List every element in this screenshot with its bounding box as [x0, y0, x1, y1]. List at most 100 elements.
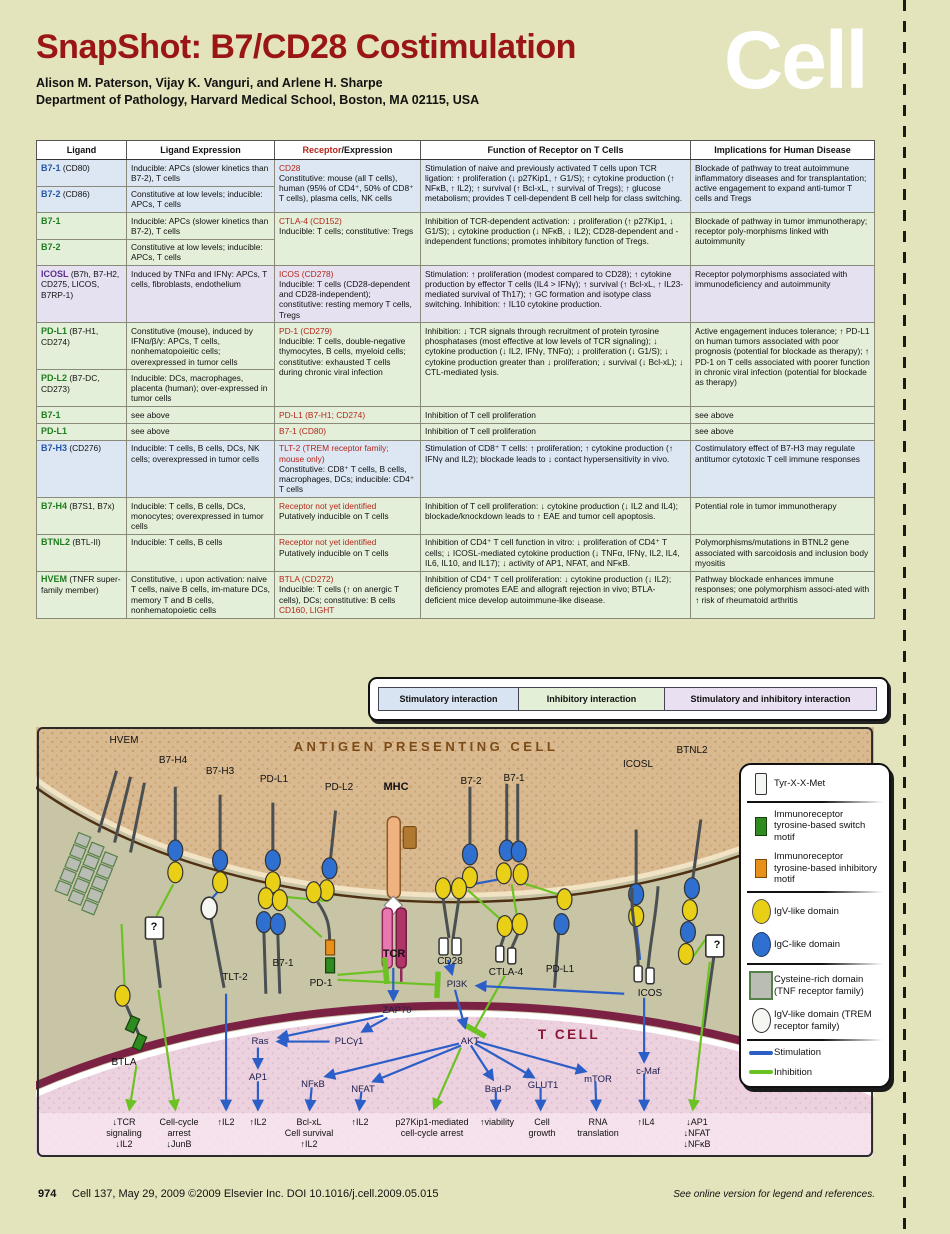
output-il4: ↑IL4 — [637, 1117, 655, 1127]
ligand-alias: (CD86) — [62, 189, 90, 199]
cell-journal-logo: Cell — [724, 15, 868, 106]
col-implications: Implications for Human Disease — [690, 140, 875, 160]
ligand-cell: PD-L2 (B7-DC, CD273) — [36, 369, 127, 407]
receptor-desc: Constitutive: CD8⁺ T cells, B cells, mac… — [279, 463, 415, 495]
ligand-cell: BTNL2 (BTL-II) — [36, 533, 127, 572]
node-pi3k: PI3K — [446, 979, 468, 990]
function-cell: Inhibition: ↓ TCR signals through recrui… — [420, 322, 691, 407]
ligand-name: B7-2 — [41, 189, 61, 199]
implications-cell: Receptor polymorphisms associated with i… — [690, 264, 875, 324]
ligand-name: B7-1 — [41, 215, 61, 226]
legend-label: IgV-like domain (TREM receptor family) — [774, 1009, 872, 1032]
col-ligand: Ligand — [36, 140, 127, 160]
affiliation: Department of Pathology, Harvard Medical… — [36, 93, 480, 107]
table-row: BTNL2 (BTL-II) Inducible: T cells, B cel… — [36, 533, 875, 572]
legend-divider — [747, 963, 883, 966]
implications-cell: Pathway blockade enhances immune respons… — [690, 570, 875, 619]
receptor-cell: PD-L1 (B7-H1; CD274) — [274, 406, 421, 424]
ligand-label-pdl1: PD-L1 — [259, 774, 289, 785]
receptor-label-pdl1: PD-L1 — [545, 964, 575, 975]
legend-row-igc: IgC-like domain — [741, 928, 889, 961]
receptor-label-tcr: TCR — [382, 948, 406, 960]
expression-cell: Inducible: APCs (slower kinetics than B7… — [126, 212, 275, 240]
ligand-cell: B7-H4 (B7S1, B7x) — [36, 497, 127, 535]
output-cell-cycle-arrest: Cell-cycle arrest ↓JunB — [159, 1117, 199, 1149]
receptor-label-cd28: CD28 — [437, 956, 463, 967]
output-tcr-signaling: ↓TCR signaling ↓IL2 — [106, 1117, 142, 1149]
ligand-stalks — [97, 770, 703, 885]
receptor-desc: Inducible: T cells (CD28-dependent and C… — [279, 278, 412, 320]
ligand-alias: (B7h, B7-H2, CD275, LICOS, B7RP-1) — [41, 268, 120, 300]
output-rna-translation: RNA translation — [577, 1117, 619, 1138]
receptor-extra: CD160, LIGHT — [279, 604, 335, 615]
table-row: B7-H3 (CD276) Inducible: T cells, B cell… — [36, 439, 875, 499]
receptor-name: ICOS (CD278) — [279, 268, 334, 279]
expression-cell: Inducible: DCs, macrophages, placenta (h… — [126, 369, 275, 407]
ligand-name: PD-L2 — [41, 372, 68, 383]
output-il2-c: ↑IL2 — [351, 1117, 369, 1127]
function-cell: Inhibition of CD4⁺ T cell function in vi… — [420, 533, 691, 572]
receptor-name: B7-1 (CD80) — [279, 426, 327, 437]
table-row: PD-L1 see above B7-1 (CD80) Inhibition o… — [36, 422, 875, 441]
ligand-cell: B7-1 — [36, 212, 127, 240]
inhibitory-motif-icon — [748, 858, 774, 878]
legend-label: Cysteine-rich domain (TNF receptor famil… — [774, 974, 864, 997]
receptor-name: TLT-2 (TREM receptor family; mouse only) — [279, 443, 389, 464]
ligand-label-b71: B7-1 — [503, 773, 525, 784]
legend-label: Stimulation — [774, 1047, 821, 1059]
receptor-name: CTLA-4 (CD152) — [279, 215, 342, 226]
output-viability: ↑viability — [479, 1117, 515, 1127]
receptor-label-pd1: PD-1 — [309, 978, 333, 989]
receptor-cell: CTLA-4 (CD152)Inducible: T cells; consti… — [274, 212, 421, 266]
implications-cell: see above — [690, 406, 875, 424]
receptor-cell: PD-1 (CD279)Inducible: T cells, double-n… — [274, 322, 421, 407]
function-cell: Inhibition of TCR-dependent activation: … — [420, 212, 691, 266]
output-il2-b: ↑IL2 — [249, 1117, 267, 1127]
table-row: PD-L2 (B7-DC, CD273) Inducible: DCs, mac… — [36, 369, 875, 407]
expression-cell: Induced by TNFα and IFNγ: APCs, T cells,… — [126, 264, 275, 324]
node-zap70: ZAP70 — [382, 1005, 412, 1016]
receptor-desc: Inducible: T cells, double-negative thym… — [279, 336, 406, 377]
implications-cell: Active engagement induces tolerance; ↑ P… — [690, 322, 875, 407]
legend-label: IgV-like domain — [774, 906, 839, 918]
expression-cell: Constitutive at low levels; inducible: A… — [126, 238, 275, 266]
legend-row-cys: Cysteine-rich domain (TNF receptor famil… — [741, 967, 889, 1004]
expression-cell: Inducible: T cells, B cells — [126, 533, 275, 572]
receptor-label-icos: ICOS — [637, 988, 663, 999]
node-badp: Bad-P — [484, 1084, 512, 1095]
receptor-domains — [114, 877, 725, 1052]
table-row: B7-1 Inducible: APCs (slower kinetics th… — [36, 212, 875, 266]
ligand-name: B7-1 — [41, 409, 61, 420]
receptor-name: Receptor not yet identified — [279, 500, 377, 511]
ligand-label-b72: B7-2 — [460, 776, 482, 787]
legend-label: Immunoreceptor tyrosine-based switch mot… — [774, 809, 866, 843]
expression-cell: Inducible: T cells, B cells, DCs, monocy… — [126, 497, 275, 535]
table-row: B7-2 (CD86) Constitutive at low levels; … — [36, 185, 875, 213]
citation: Cell 137, May 29, 2009 ©2009 Elsevier In… — [72, 1188, 439, 1200]
node-ap1: AP1 — [249, 1072, 267, 1083]
receptor-desc: Constitutive: mouse (all T cells), human… — [279, 172, 414, 204]
page-title: SnapShot: B7/CD28 Costimulation — [36, 28, 576, 66]
legend-label: IgC-like domain — [774, 939, 840, 951]
receptor-label-tlt2: TLT-2 — [222, 972, 248, 983]
expression-cell: Inducible: T cells, B cells, DCs, NK cel… — [126, 439, 275, 499]
footer-note: See online version for legend and refere… — [673, 1189, 875, 1200]
page-number: 974 — [38, 1188, 57, 1200]
legend-row-inhibition: Inhibition — [741, 1063, 889, 1082]
output-bclxl: Bcl-xL Cell survival ↑IL2 — [284, 1117, 334, 1149]
costimulation-table: Ligand Ligand Expression Receptor/Expres… — [36, 140, 875, 619]
col-receptor-red: Receptor — [302, 145, 342, 155]
table-row: B7-H4 (B7S1, B7x) Inducible: T cells, B … — [36, 497, 875, 535]
ligand-label-btnl2: BTNL2 — [676, 745, 708, 756]
ligand-name: B7-H4 — [41, 500, 68, 511]
receptor-desc: Putatively inducible on T cells — [279, 510, 389, 521]
ligand-alias: (CD80) — [62, 162, 90, 173]
node-glut1: GLUT1 — [527, 1080, 559, 1091]
igv-domain-icon — [748, 899, 774, 925]
node-plcg1: PLCγ1 — [334, 1036, 364, 1047]
function-cell: Inhibition of T cell proliferation — [420, 422, 691, 441]
col-receptor: Receptor/Expression — [274, 140, 421, 160]
node-nfat: NFAT — [351, 1084, 375, 1095]
